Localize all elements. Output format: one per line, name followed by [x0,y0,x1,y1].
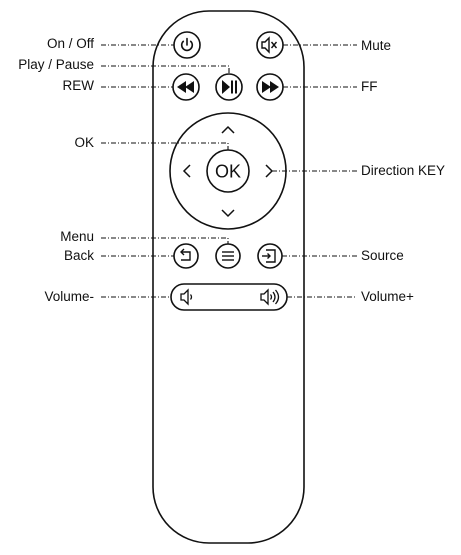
menu-button[interactable] [215,243,241,269]
back-icon [180,248,191,261]
label-on-off: On / Off [46,36,94,51]
ok-button-text: OK [215,162,241,182]
play-pause-button[interactable] [215,73,243,101]
power-button[interactable] [173,31,201,59]
label-play-pause: Play / Pause [18,57,94,72]
label-menu: Menu [60,229,94,244]
label-source: Source [361,248,404,263]
label-volume-plus: Volume+ [361,289,414,304]
volume-up-button[interactable] [260,288,280,306]
volume-down-button[interactable] [180,288,193,306]
label-back: Back [63,248,94,263]
fast-forward-button[interactable] [256,73,284,101]
label-mute: Mute [361,38,392,53]
direction-pad: OK [169,112,287,230]
source-button[interactable] [257,243,283,269]
leader-ok [101,142,229,150]
chevron-up-icon[interactable] [221,125,235,134]
speaker-high-icon [260,288,280,306]
rewind-button[interactable] [172,73,200,101]
label-volume-minus: Volume- [44,289,94,304]
chevron-left-icon[interactable] [182,164,191,178]
label-ff: FF [361,79,378,94]
play-pause-icon [222,80,237,94]
source-input-icon [262,249,276,263]
speaker-low-icon [180,288,193,306]
chevron-down-icon[interactable] [221,209,235,218]
ok-button[interactable]: OK [206,149,250,193]
menu-icon [222,251,234,261]
power-icon [180,37,194,52]
leader-menu [101,237,229,244]
leader-lines [101,44,357,298]
back-button[interactable] [173,243,199,269]
leader-play-pause [101,65,230,74]
label-direction-key: Direction KEY [361,163,446,178]
volume-rocker [170,283,288,311]
speaker-mute-icon [261,36,278,54]
fast-forward-icon [262,81,279,93]
label-ok: OK [74,135,94,150]
rewind-icon [177,81,194,93]
label-rew: REW [62,78,95,93]
mute-button[interactable] [256,31,284,59]
